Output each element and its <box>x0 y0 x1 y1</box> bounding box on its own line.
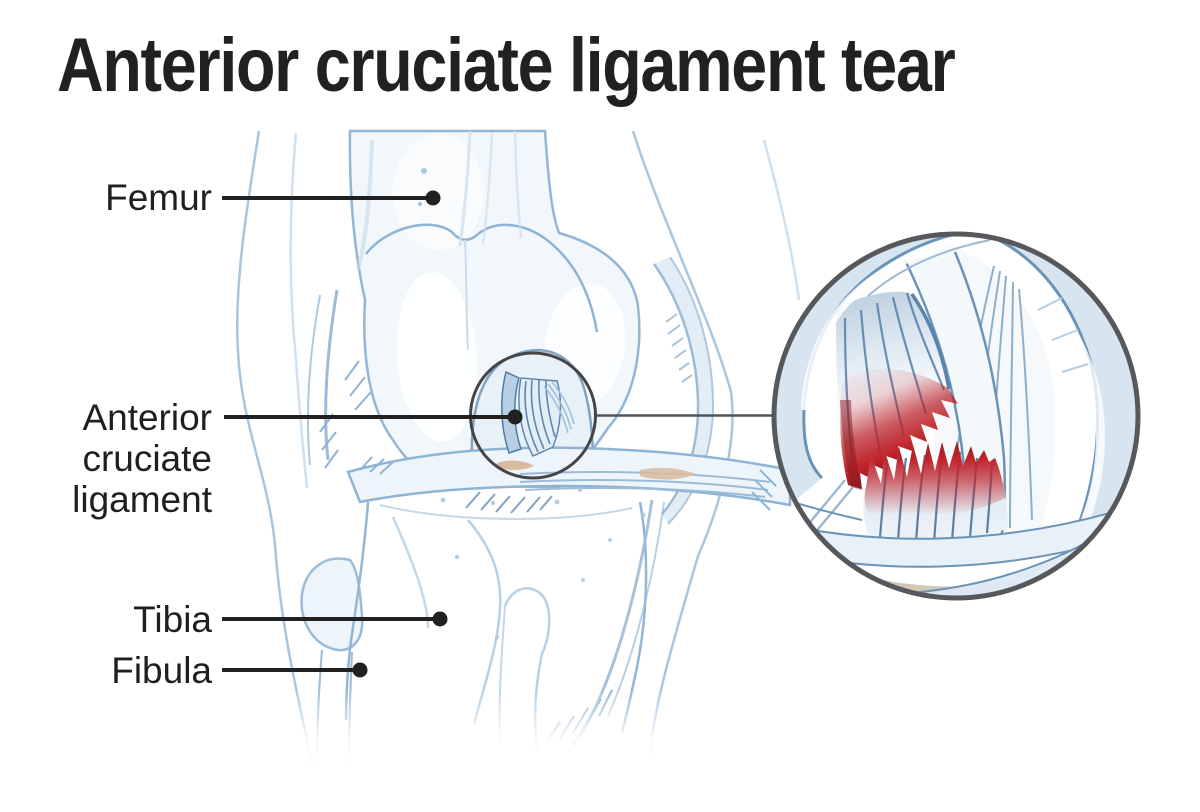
acl-ligament-small <box>497 370 575 470</box>
femur-leader <box>222 190 441 206</box>
femur-label: Femur <box>105 177 212 218</box>
upper-tear-jagged-edge <box>840 368 958 489</box>
acl-upper-stump <box>836 291 958 490</box>
fibula-leader <box>222 662 368 678</box>
tibial-plateau-band <box>346 446 792 514</box>
lower-tear-jagged-edge <box>864 441 1005 519</box>
acl-leader <box>224 409 523 425</box>
medial-ligament-fibers <box>307 289 372 469</box>
fibula-label: Fibula <box>111 650 212 691</box>
tear-closeup-inset <box>771 231 1141 601</box>
page-title: Anterior cruciate ligament tear <box>57 23 956 108</box>
inset-ring <box>771 231 1141 601</box>
acl-lower-stump <box>863 441 1008 546</box>
tibia-leader <box>222 611 448 627</box>
bottom-fade <box>210 686 800 812</box>
acl-label: Anterior cruciate ligament <box>72 397 212 520</box>
tibia-label: Tibia <box>133 599 212 640</box>
knee-drawing <box>210 129 801 812</box>
leader-lines <box>222 190 523 678</box>
